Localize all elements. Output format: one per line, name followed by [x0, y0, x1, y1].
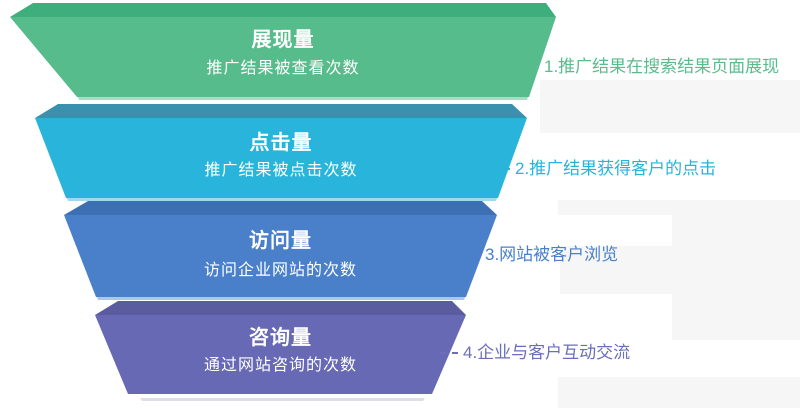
leader-line	[463, 254, 480, 256]
funnel-tier-clicks-shape	[35, 104, 527, 201]
tier3-front-face	[64, 215, 497, 297]
tier4-front-face	[95, 315, 466, 394]
background-patch	[558, 377, 800, 408]
annotation-clicks: 2.推广结果获得客户的点击	[502, 158, 716, 180]
background-patch	[558, 200, 674, 215]
leader-line	[440, 352, 458, 354]
annotation-label: 1.推广结果在搜索结果页面展现	[544, 57, 780, 76]
background-patch	[560, 246, 674, 294]
annotation-visits: 3.网站被客户浏览	[463, 244, 618, 266]
leader-line	[502, 168, 510, 170]
tier3-bottom-bevel	[97, 297, 465, 300]
background-patch	[540, 80, 800, 133]
funnel-tier-impressions-shape	[10, 3, 556, 100]
tier4-top-face	[95, 301, 466, 315]
tier2-front-face	[35, 118, 527, 198]
annotation-label: 2.推广结果获得客户的点击	[515, 159, 717, 178]
leader-line	[530, 66, 539, 68]
tier4-shadow	[140, 398, 425, 401]
tier2-top-face	[35, 104, 527, 118]
tier1-front-face	[10, 17, 556, 97]
funnel-tier-visits-shape	[64, 201, 497, 300]
annotation-impressions: 1.推广结果在搜索结果页面展现	[530, 56, 779, 78]
annotation-label: 4.企业与客户互动交流	[463, 343, 631, 362]
background-patch	[672, 200, 800, 340]
tier1-top-face	[10, 3, 556, 17]
annotation-inquiries: 4.企业与客户互动交流	[440, 342, 630, 364]
annotation-label: 3.网站被客户浏览	[485, 245, 619, 264]
tier3-top-face	[64, 201, 497, 215]
tier2-bottom-bevel	[67, 198, 497, 201]
tier1-bottom-bevel	[78, 97, 528, 100]
funnel-tier-inquiries-shape	[95, 301, 466, 401]
